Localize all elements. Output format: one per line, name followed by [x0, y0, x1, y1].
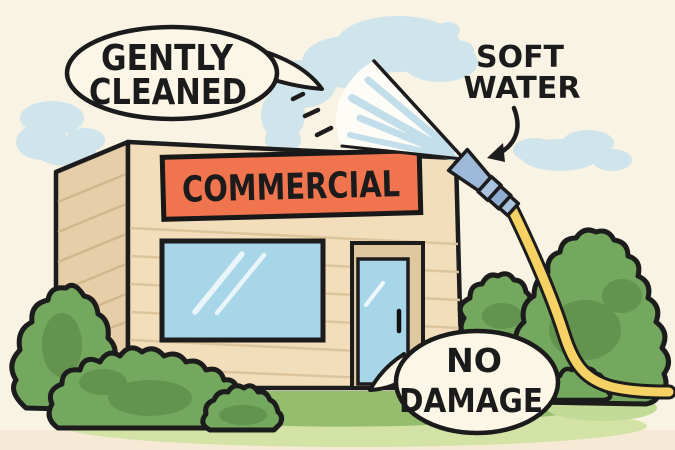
bush-shadow	[482, 303, 522, 329]
cloud-left	[16, 101, 105, 166]
spray-streaks	[347, 76, 458, 161]
bubble-text-no: NO	[446, 341, 502, 380]
left-bushes	[9, 282, 285, 433]
spray-bottom-edge	[340, 144, 464, 161]
bubble-text-damage: DAMAGE	[399, 381, 543, 420]
clouds	[16, 16, 632, 171]
bubble-body	[393, 328, 561, 436]
bush-shadow	[219, 405, 267, 425]
cloud-behind-spray	[261, 16, 478, 154]
building: COMMERCIAL	[53, 139, 465, 391]
bubble-body	[64, 24, 280, 122]
bush-shadow	[42, 313, 82, 377]
speech-bubble-no-damage: NO DAMAGE	[368, 328, 561, 436]
bubble-text-cleaned: CLEANED	[89, 72, 247, 113]
cloud-right	[513, 130, 632, 171]
arrow-head-icon	[487, 143, 505, 162]
storefront-window	[159, 238, 326, 343]
hose-tube	[506, 202, 674, 397]
garden-hose	[503, 199, 675, 400]
storefront-sign: COMMERCIAL	[159, 148, 424, 222]
soft-water-label: SOFT WATER	[464, 40, 581, 162]
arrow-curve	[497, 105, 520, 156]
label-text-soft: SOFT	[476, 40, 565, 75]
spray-top-edge	[372, 59, 466, 161]
spray-nozzle	[446, 147, 521, 218]
cloud-top-right	[425, 22, 474, 60]
door-reflection	[364, 281, 385, 307]
sign-text: COMMERCIAL	[182, 164, 401, 211]
bubble-text-gently: GENTLY	[101, 38, 234, 79]
speech-bubble-gently-cleaned: GENTLY CLEANED	[64, 24, 324, 122]
sign-panel	[159, 148, 424, 222]
bush-shadow	[108, 380, 192, 416]
water-spray	[290, 59, 466, 161]
bush-shadow	[79, 369, 127, 395]
nozzle-band	[497, 194, 521, 218]
window-reflections	[192, 251, 267, 316]
spray-droplets	[290, 91, 334, 138]
label-text-water: WATER	[464, 71, 581, 106]
bush-shadow	[602, 279, 642, 313]
